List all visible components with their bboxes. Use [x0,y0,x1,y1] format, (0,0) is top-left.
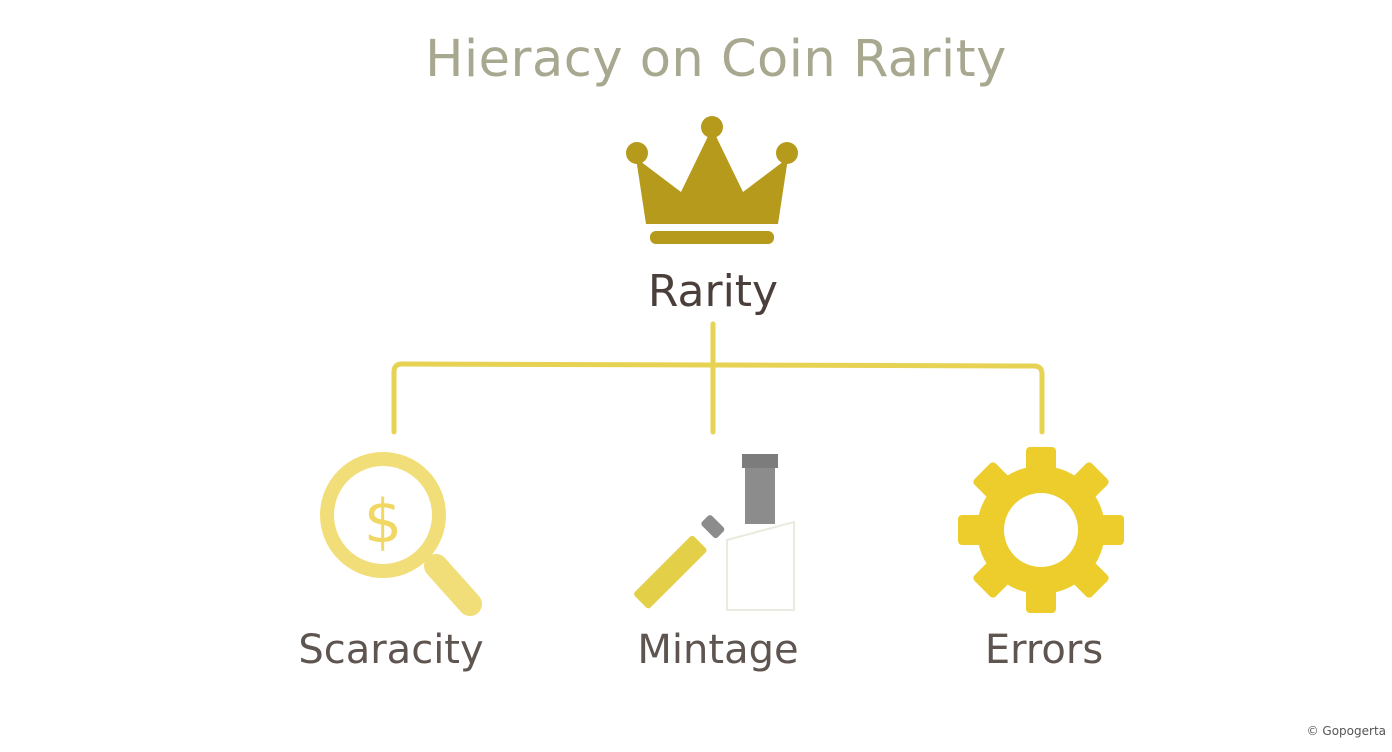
diagram-title: Hieracy on Coin Rarity [425,30,1007,89]
minting-press-icon [634,454,795,611]
scarcity-node-label: Scaracity [298,627,484,673]
branch-connector [391,361,1045,435]
root-node-label: Rarity [647,266,779,317]
errors-node-label: Errors [984,627,1104,673]
gear-icon [958,447,1124,613]
mintage-node-label: Mintage [637,627,799,673]
copyright-credit: © Gopogerta [1306,724,1386,738]
magnifier-dollar-icon: $ [320,452,482,616]
tree-connectors [391,321,1045,435]
dollar-icon: $ [364,487,402,557]
crown-icon [626,116,798,244]
